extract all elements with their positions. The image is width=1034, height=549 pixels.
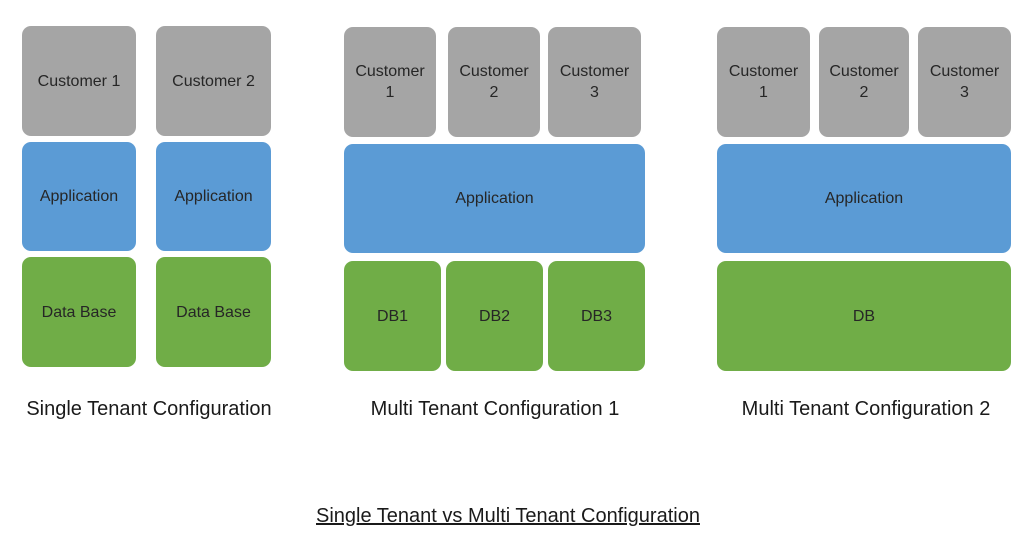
multi-tenant-1-customer-2-box: Customer 2 [448, 27, 540, 137]
multi-tenant-1-caption: Multi Tenant Configuration 1 [370, 398, 620, 420]
multi-tenant-2-customer-3-box: Customer 3 [918, 27, 1011, 137]
single-tenant-database-1-box: Data Base [22, 257, 136, 367]
single-tenant-application-2-box: Application [156, 142, 271, 251]
single-tenant-customer-1-box: Customer 1 [22, 26, 136, 136]
multi-tenant-1-application-box: Application [344, 144, 645, 253]
multi-tenant-2-application-box: Application [717, 144, 1011, 253]
multi-tenant-1-customer-3-box: Customer 3 [548, 27, 641, 137]
single-tenant-caption: Single Tenant Configuration [26, 398, 272, 420]
multi-tenant-1-db1-box: DB1 [344, 261, 441, 371]
single-tenant-database-2-box: Data Base [156, 257, 271, 367]
multi-tenant-2-customer-2-box: Customer 2 [819, 27, 909, 137]
diagram-title: Single Tenant vs Multi Tenant Configurat… [316, 505, 700, 527]
multi-tenant-2-db-box: DB [717, 261, 1011, 371]
single-tenant-customer-2-box: Customer 2 [156, 26, 271, 136]
multi-tenant-1-customer-1-box: Customer 1 [344, 27, 436, 137]
single-tenant-application-1-box: Application [22, 142, 136, 251]
multi-tenant-1-db3-box: DB3 [548, 261, 645, 371]
multi-tenant-1-db2-box: DB2 [446, 261, 543, 371]
multi-tenant-2-customer-1-box: Customer 1 [717, 27, 810, 137]
multi-tenant-2-caption: Multi Tenant Configuration 2 [741, 398, 991, 420]
